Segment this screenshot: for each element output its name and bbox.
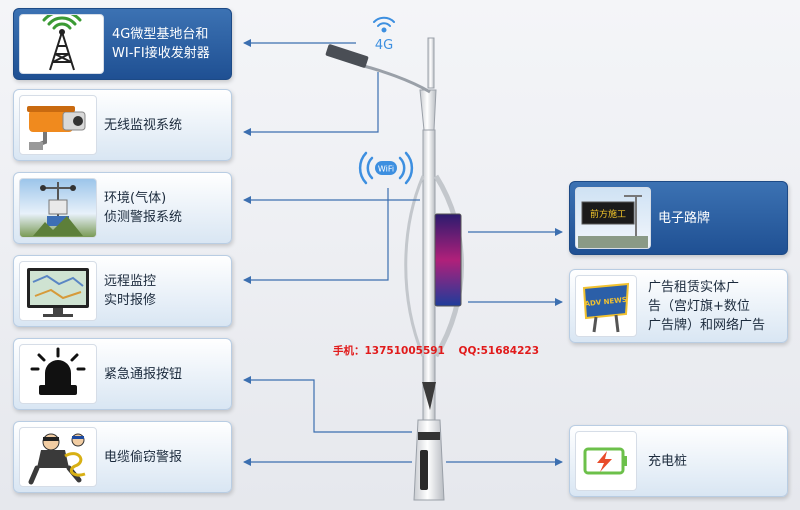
electronic-road-sign-icon: 前方施工 [575,187,651,249]
module-remote-monitoring: 远程监控 实时报修 [13,255,232,327]
billboard-icon: ADV NEWS [575,275,637,337]
module-remote-line-1: 远程监控 [104,274,157,289]
wifi-icon [358,151,414,185]
contact-info: 手机：13751005591 QQ:51684223 [333,343,549,358]
4g-signal-icon [373,16,395,33]
road-sign-text: 前方施工 [590,208,626,220]
arrow-to-remote [243,188,389,284]
contact-phone: 手机：13751005591 [333,345,445,357]
module-sign-line-1: 电子路牌 [658,210,711,226]
module-environment: 环境(气体) 侦测警报系统 [13,172,232,244]
arrow-to-emergency [243,376,412,433]
module-charge-line-1: 充电桩 [648,453,688,469]
digital-ad-panel [434,213,462,307]
module-env-line-2: 侦测警报系统 [104,210,183,225]
module-advertising: ADV NEWS 广告租赁实体广 告（宫灯旗+数位 广告牌）和网络广告 [569,269,788,343]
module-4g-line-1: 4G微型基地台和 [112,27,209,42]
module-ad-line-2: 告（宫灯旗+数位 [648,298,750,314]
alarm-beacon-icon [19,344,97,404]
module-cctv-line-1: 无线监视系统 [104,117,183,133]
thief-icon [19,427,97,487]
module-electronic-road-sign: 前方施工 电子路牌 [569,181,788,255]
module-4g-line-2: WI-FI接收发射器 [112,46,210,61]
led-lamp-head [325,44,369,68]
monitor-map-icon [19,261,97,321]
module-remote-line-2: 实时报修 [104,293,157,308]
cctv-camera-icon [19,95,97,155]
module-env-line-1: 环境(气体) [104,191,167,206]
arrow-to-cctv [243,72,379,136]
antenna-tower-icon [19,14,104,74]
module-emergency-button: 紧急通报按钮 [13,338,232,410]
module-ad-line-1: 广告租赁实体广 [648,279,740,295]
label-wifi: WiFi [378,165,394,174]
module-ad-line-3: 广告牌）和网络广告 [648,317,766,333]
module-4g-base-station: 4G微型基地台和 WI-FI接收发射器 [13,8,232,80]
contact-qq: QQ:51684223 [458,345,540,357]
module-alarm-line-1: 紧急通报按钮 [104,366,183,382]
label-4g: 4G [375,38,393,53]
module-cable-theft: 电缆偷窃警报 [13,421,232,493]
weather-station-icon [19,178,97,238]
module-charging-pile: 充电桩 [569,425,788,497]
module-cable-line-1: 电缆偷窃警报 [104,449,183,465]
charging-icon [575,431,637,491]
module-cctv: 无线监视系统 [13,89,232,161]
